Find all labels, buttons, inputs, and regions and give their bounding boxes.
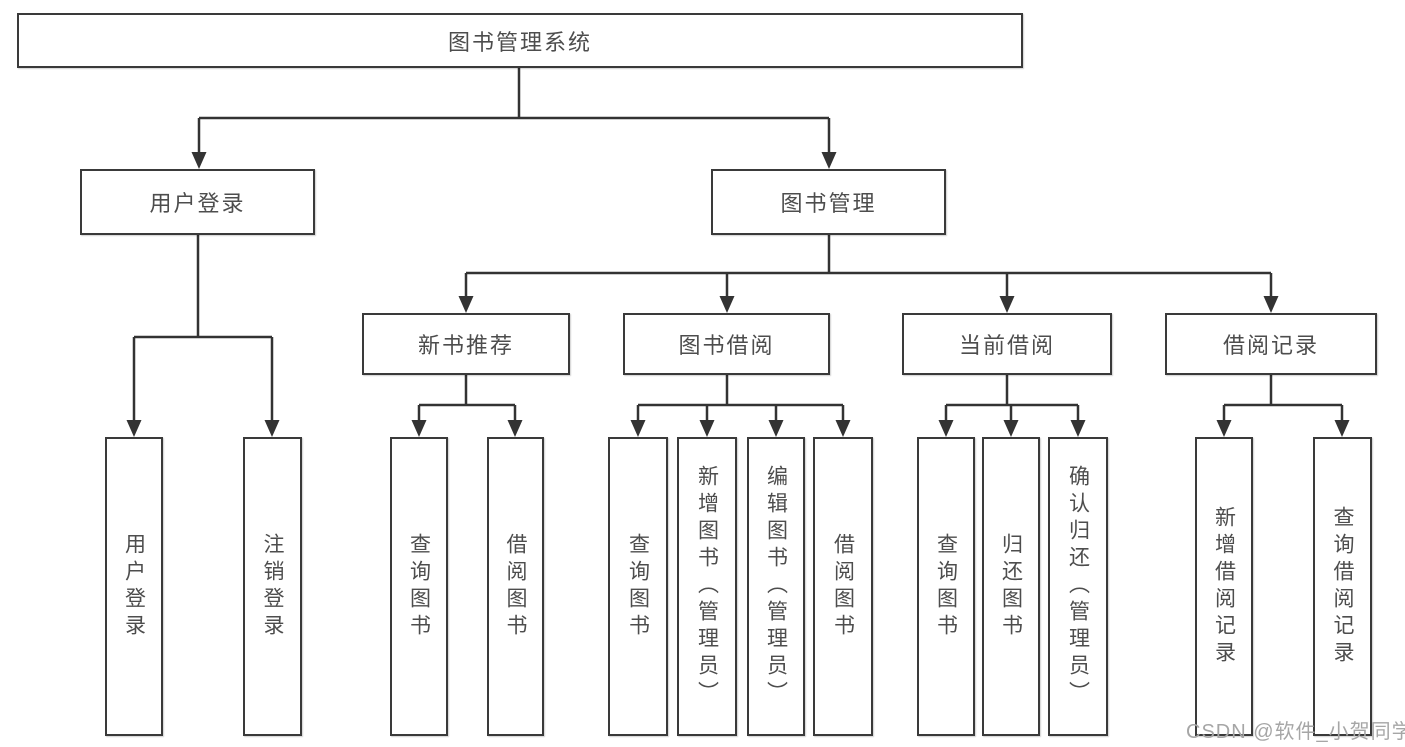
leaf-current-confirm-return-admin: 确认归还（管理员）: [1048, 437, 1108, 736]
node-label: 借阅记录: [1222, 333, 1319, 358]
leaf-logout-login: 注销登录: [243, 437, 302, 736]
leaf-records-add-record: 新增借阅记录: [1195, 437, 1253, 736]
node-current-borrow: 当前借阅: [902, 313, 1112, 375]
leaf-borrow-borrow-books: 借阅图书: [813, 437, 873, 736]
node-user-login: 用户登录: [80, 169, 315, 235]
node-book-management: 图书管理: [711, 169, 946, 235]
leaf-newbook-query-books: 查询图书: [390, 437, 448, 736]
leaf-borrow-add-books-admin: 新增图书（管理员）: [677, 437, 737, 736]
leaf-borrow-query-books: 查询图书: [608, 437, 668, 736]
leaf-records-query-record: 查询借阅记录: [1313, 437, 1372, 736]
node-borrow-records: 借阅记录: [1165, 313, 1377, 375]
node-root-library-system: 图书管理系统: [17, 13, 1023, 68]
leaf-current-query-books: 查询图书: [917, 437, 975, 736]
node-book-borrow: 图书借阅: [623, 313, 830, 375]
node-label: 借阅图书: [831, 532, 855, 641]
node-label: 新书推荐: [417, 333, 514, 358]
node-label: 查询图书: [626, 532, 650, 641]
node-new-book-recommend: 新书推荐: [362, 313, 570, 375]
node-label: 图书借阅: [678, 333, 775, 358]
leaf-newbook-borrow-books: 借阅图书: [487, 437, 544, 736]
node-label: 新增借阅记录: [1212, 505, 1236, 668]
node-label: 当前借阅: [958, 333, 1055, 358]
node-label: 借阅图书: [504, 532, 527, 641]
leaf-user-login: 用户登录: [105, 437, 163, 736]
csdn-watermark: CSDN @软件_小贺同学: [1186, 721, 1405, 743]
node-label: 查询借阅记录: [1331, 505, 1354, 668]
node-label: 确认归还（管理员）: [1066, 465, 1090, 708]
leaf-borrow-edit-books-admin: 编辑图书（管理员）: [747, 437, 805, 736]
node-label: 查询图书: [407, 532, 431, 641]
leaf-current-return-books: 归还图书: [982, 437, 1040, 736]
node-label: 编辑图书（管理员）: [764, 465, 788, 708]
node-label: 图书管理: [780, 191, 877, 216]
node-label: 用户登录: [122, 532, 146, 641]
node-label: 查询图书: [934, 532, 958, 641]
node-label: 用户登录: [149, 191, 246, 216]
node-label: 图书管理系统: [447, 29, 592, 55]
node-label: 归还图书: [999, 532, 1023, 641]
tree-edges: [132, 68, 1344, 421]
node-label: 新增图书（管理员）: [695, 465, 719, 708]
node-label: 注销登录: [261, 532, 284, 641]
